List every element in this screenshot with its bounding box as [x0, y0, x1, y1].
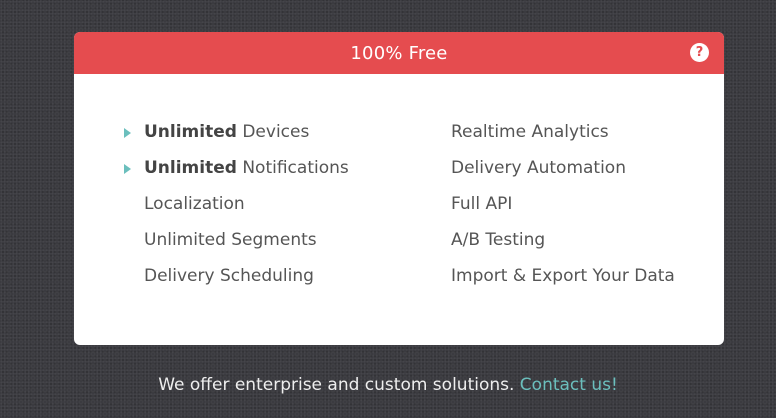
feature-label: Realtime Analytics	[451, 122, 609, 142]
feature-item: A/B Testing	[451, 228, 675, 264]
feature-label: Localization	[144, 194, 245, 214]
feature-label: Unlimited Segments	[144, 230, 317, 250]
feature-label: Delivery Scheduling	[144, 266, 314, 286]
feature-column-left: Unlimited Devices Unlimited Notification…	[124, 120, 349, 300]
card-header: 100% Free ?	[74, 32, 724, 74]
feature-label: Devices	[236, 122, 310, 142]
feature-item: Realtime Analytics	[451, 120, 675, 156]
feature-emphasis: Unlimited	[144, 122, 237, 142]
triangle-bullet-icon	[124, 128, 131, 138]
feature-label: Delivery Automation	[451, 158, 626, 178]
footer-note: We offer enterprise and custom solutions…	[0, 375, 776, 395]
triangle-bullet-icon	[124, 164, 131, 174]
feature-label: Full API	[451, 194, 513, 214]
footer-text: We offer enterprise and custom solutions…	[158, 375, 520, 395]
feature-column-right: Realtime Analytics Delivery Automation F…	[451, 120, 675, 300]
feature-item: Unlimited Notifications	[124, 156, 349, 192]
feature-label: A/B Testing	[451, 230, 546, 250]
feature-label: Import & Export Your Data	[451, 266, 675, 286]
contact-us-link[interactable]: Contact us!	[519, 375, 618, 395]
feature-item: Import & Export Your Data	[451, 264, 675, 300]
feature-item: Delivery Scheduling	[144, 264, 349, 300]
plan-title: 100% Free	[350, 42, 448, 64]
feature-item: Unlimited Segments	[144, 228, 349, 264]
help-icon[interactable]: ?	[690, 43, 709, 62]
feature-item: Full API	[451, 192, 675, 228]
feature-item: Unlimited Devices	[124, 120, 349, 156]
feature-emphasis: Unlimited	[144, 158, 237, 178]
feature-item: Localization	[144, 192, 349, 228]
feature-label: Notifications	[236, 158, 349, 178]
pricing-card: 100% Free ? Unlimited Devices Unlimited …	[74, 32, 724, 345]
feature-item: Delivery Automation	[451, 156, 675, 192]
